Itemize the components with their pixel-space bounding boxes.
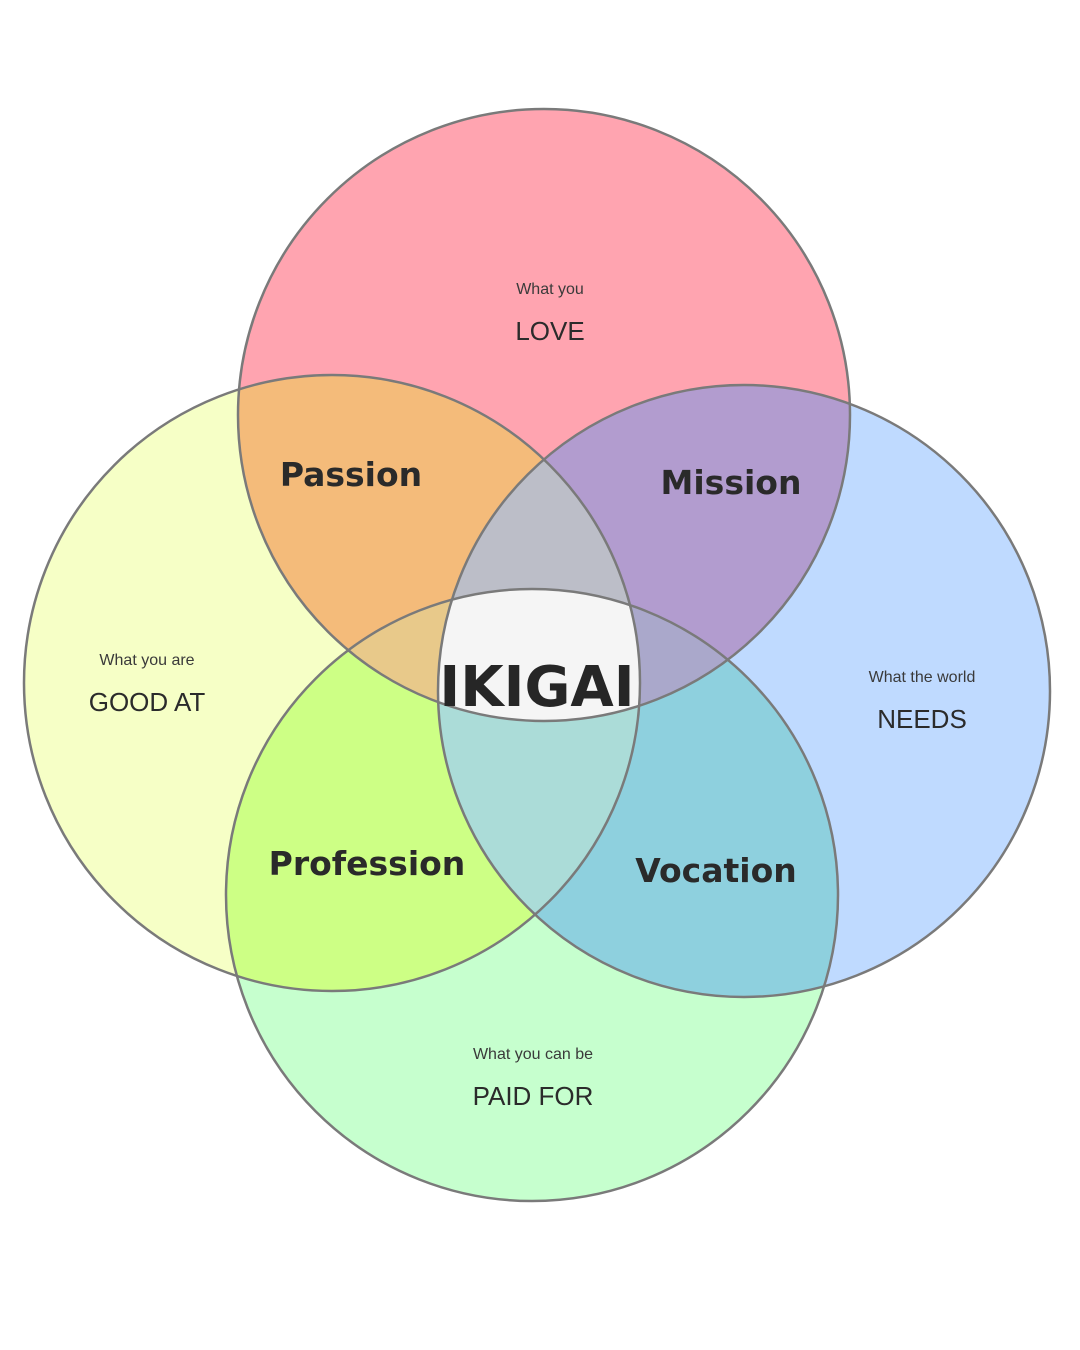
passion-label: Passion bbox=[280, 455, 422, 494]
vocation-label: Vocation bbox=[635, 851, 797, 890]
good-at-big-label: GOOD AT bbox=[89, 687, 206, 717]
paid-for-big-label: PAID FOR bbox=[473, 1081, 594, 1111]
love-good-needs-overlap bbox=[438, 385, 640, 721]
love-big-label: LOVE bbox=[515, 316, 584, 346]
love-outline bbox=[236, 107, 852, 723]
needs-big-label: NEEDS bbox=[877, 704, 967, 734]
good-needs-paid-overlap bbox=[438, 589, 640, 991]
paid-for-outline bbox=[224, 587, 840, 1203]
needs-outline bbox=[436, 383, 1052, 999]
needs-small-label: What the world bbox=[869, 669, 976, 686]
ikigai-label: IKIGAI bbox=[439, 655, 634, 720]
mission-label: Mission bbox=[661, 463, 802, 502]
good-at-small-label: What you are bbox=[99, 652, 194, 669]
love-small-label: What you bbox=[516, 281, 584, 298]
profession-label: Profession bbox=[269, 844, 466, 883]
good-at-outline bbox=[22, 373, 642, 993]
paid-for-small-label: What you can be bbox=[473, 1046, 593, 1063]
